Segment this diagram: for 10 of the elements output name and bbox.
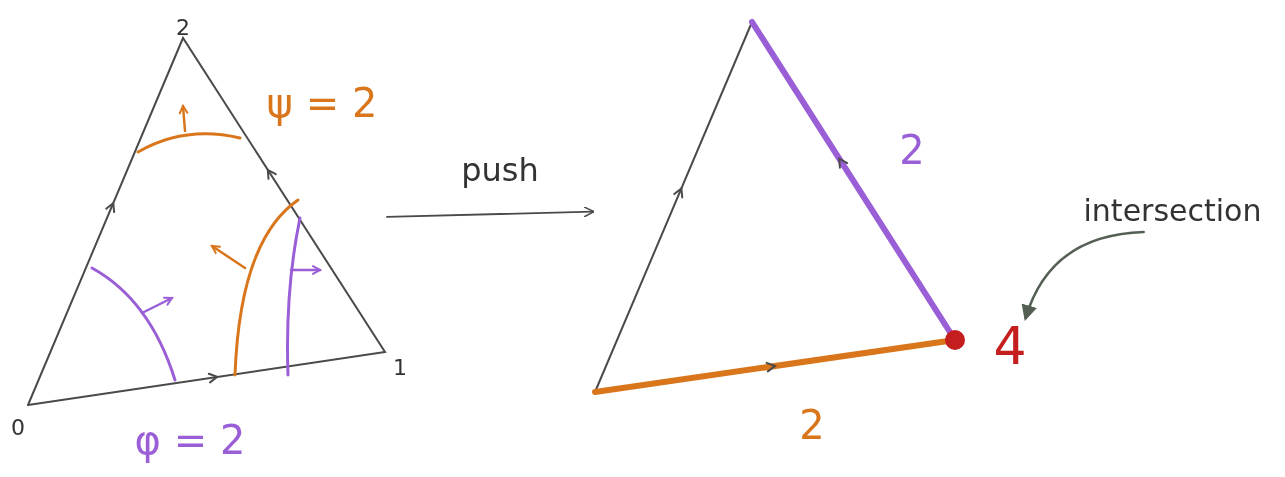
vertex-label: 0 xyxy=(11,417,25,439)
leader-line xyxy=(1022,230,1145,322)
vertex-label: 2 xyxy=(176,17,190,39)
value-label: 2 xyxy=(799,405,825,445)
arrow xyxy=(386,206,595,218)
annotation-text: intersection xyxy=(1083,196,1262,226)
value-label: 2 xyxy=(899,130,925,170)
value-label: 4 xyxy=(993,320,1027,372)
edge-label: push xyxy=(461,154,539,186)
vertex-label: 1 xyxy=(393,357,407,379)
